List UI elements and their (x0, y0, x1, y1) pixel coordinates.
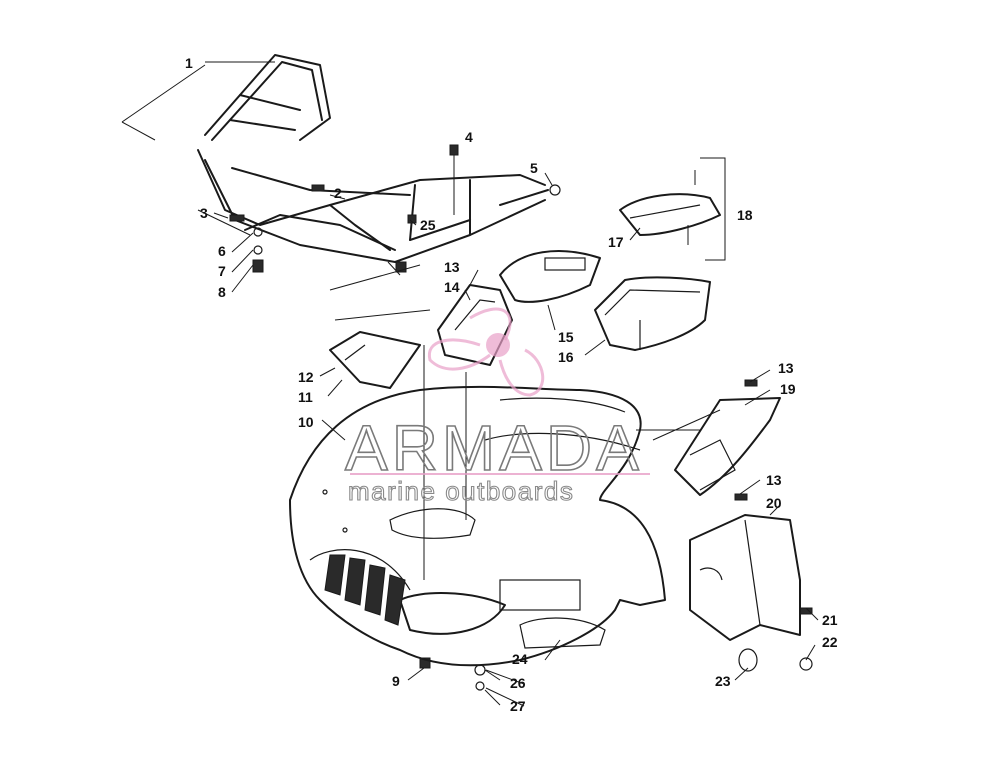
callout-17: 17 (608, 234, 624, 250)
callout-7: 7 (218, 263, 226, 279)
fender-grille (324, 554, 406, 626)
callout-23: 23 (715, 673, 731, 689)
callout-6: 6 (218, 243, 226, 259)
hardware-bolts (229, 144, 813, 691)
callout-14: 14 (444, 279, 460, 295)
callout-9: 9 (392, 673, 400, 689)
callout-10: 10 (298, 414, 314, 430)
callout-13-right: 13 (778, 360, 794, 376)
front-rack (197, 54, 561, 276)
storage-bin (594, 276, 711, 351)
callout-25: 25 (420, 217, 436, 233)
callout-15: 15 (558, 329, 574, 345)
callout-27: 27 (510, 698, 526, 714)
leader-1 (121, 64, 206, 141)
panel-15 (499, 250, 601, 303)
callout-26: 26 (510, 675, 526, 691)
side-panel-19 (674, 397, 781, 496)
deck-plate (329, 331, 421, 389)
callout-4: 4 (465, 129, 473, 145)
callout-20: 20 (766, 495, 782, 511)
callout-ticks (213, 212, 525, 707)
callout-19: 19 (780, 381, 796, 397)
callout-8: 8 (218, 284, 226, 300)
side-panel-20 (689, 514, 801, 641)
callout-16: 16 (558, 349, 574, 365)
propeller-logo (427, 307, 545, 397)
callout-12: 12 (298, 369, 314, 385)
callout-1: 1 (185, 55, 193, 71)
callout-13-lower: 13 (766, 472, 782, 488)
callout-labels: 1 2 3 4 5 6 7 8 9 10 11 12 13 13 13 14 1… (185, 55, 838, 714)
callout-13-top: 13 (444, 259, 460, 275)
callout-5: 5 (530, 160, 538, 176)
cover-17 (619, 157, 726, 261)
front-fender (289, 385, 666, 667)
watermark-brand: ARMADA (345, 412, 643, 484)
watermark-tagline: marine outboards (348, 476, 574, 506)
callout-22: 22 (822, 634, 838, 650)
callout-24: 24 (512, 651, 528, 667)
callout-3: 3 (200, 205, 208, 221)
leader-lines (205, 61, 819, 706)
callout-2: 2 (334, 185, 342, 201)
callout-11: 11 (298, 389, 313, 405)
callout-21: 21 (822, 612, 838, 628)
callout-18: 18 (737, 207, 753, 223)
armada-watermark: ARMADA marine outboards (344, 307, 650, 507)
